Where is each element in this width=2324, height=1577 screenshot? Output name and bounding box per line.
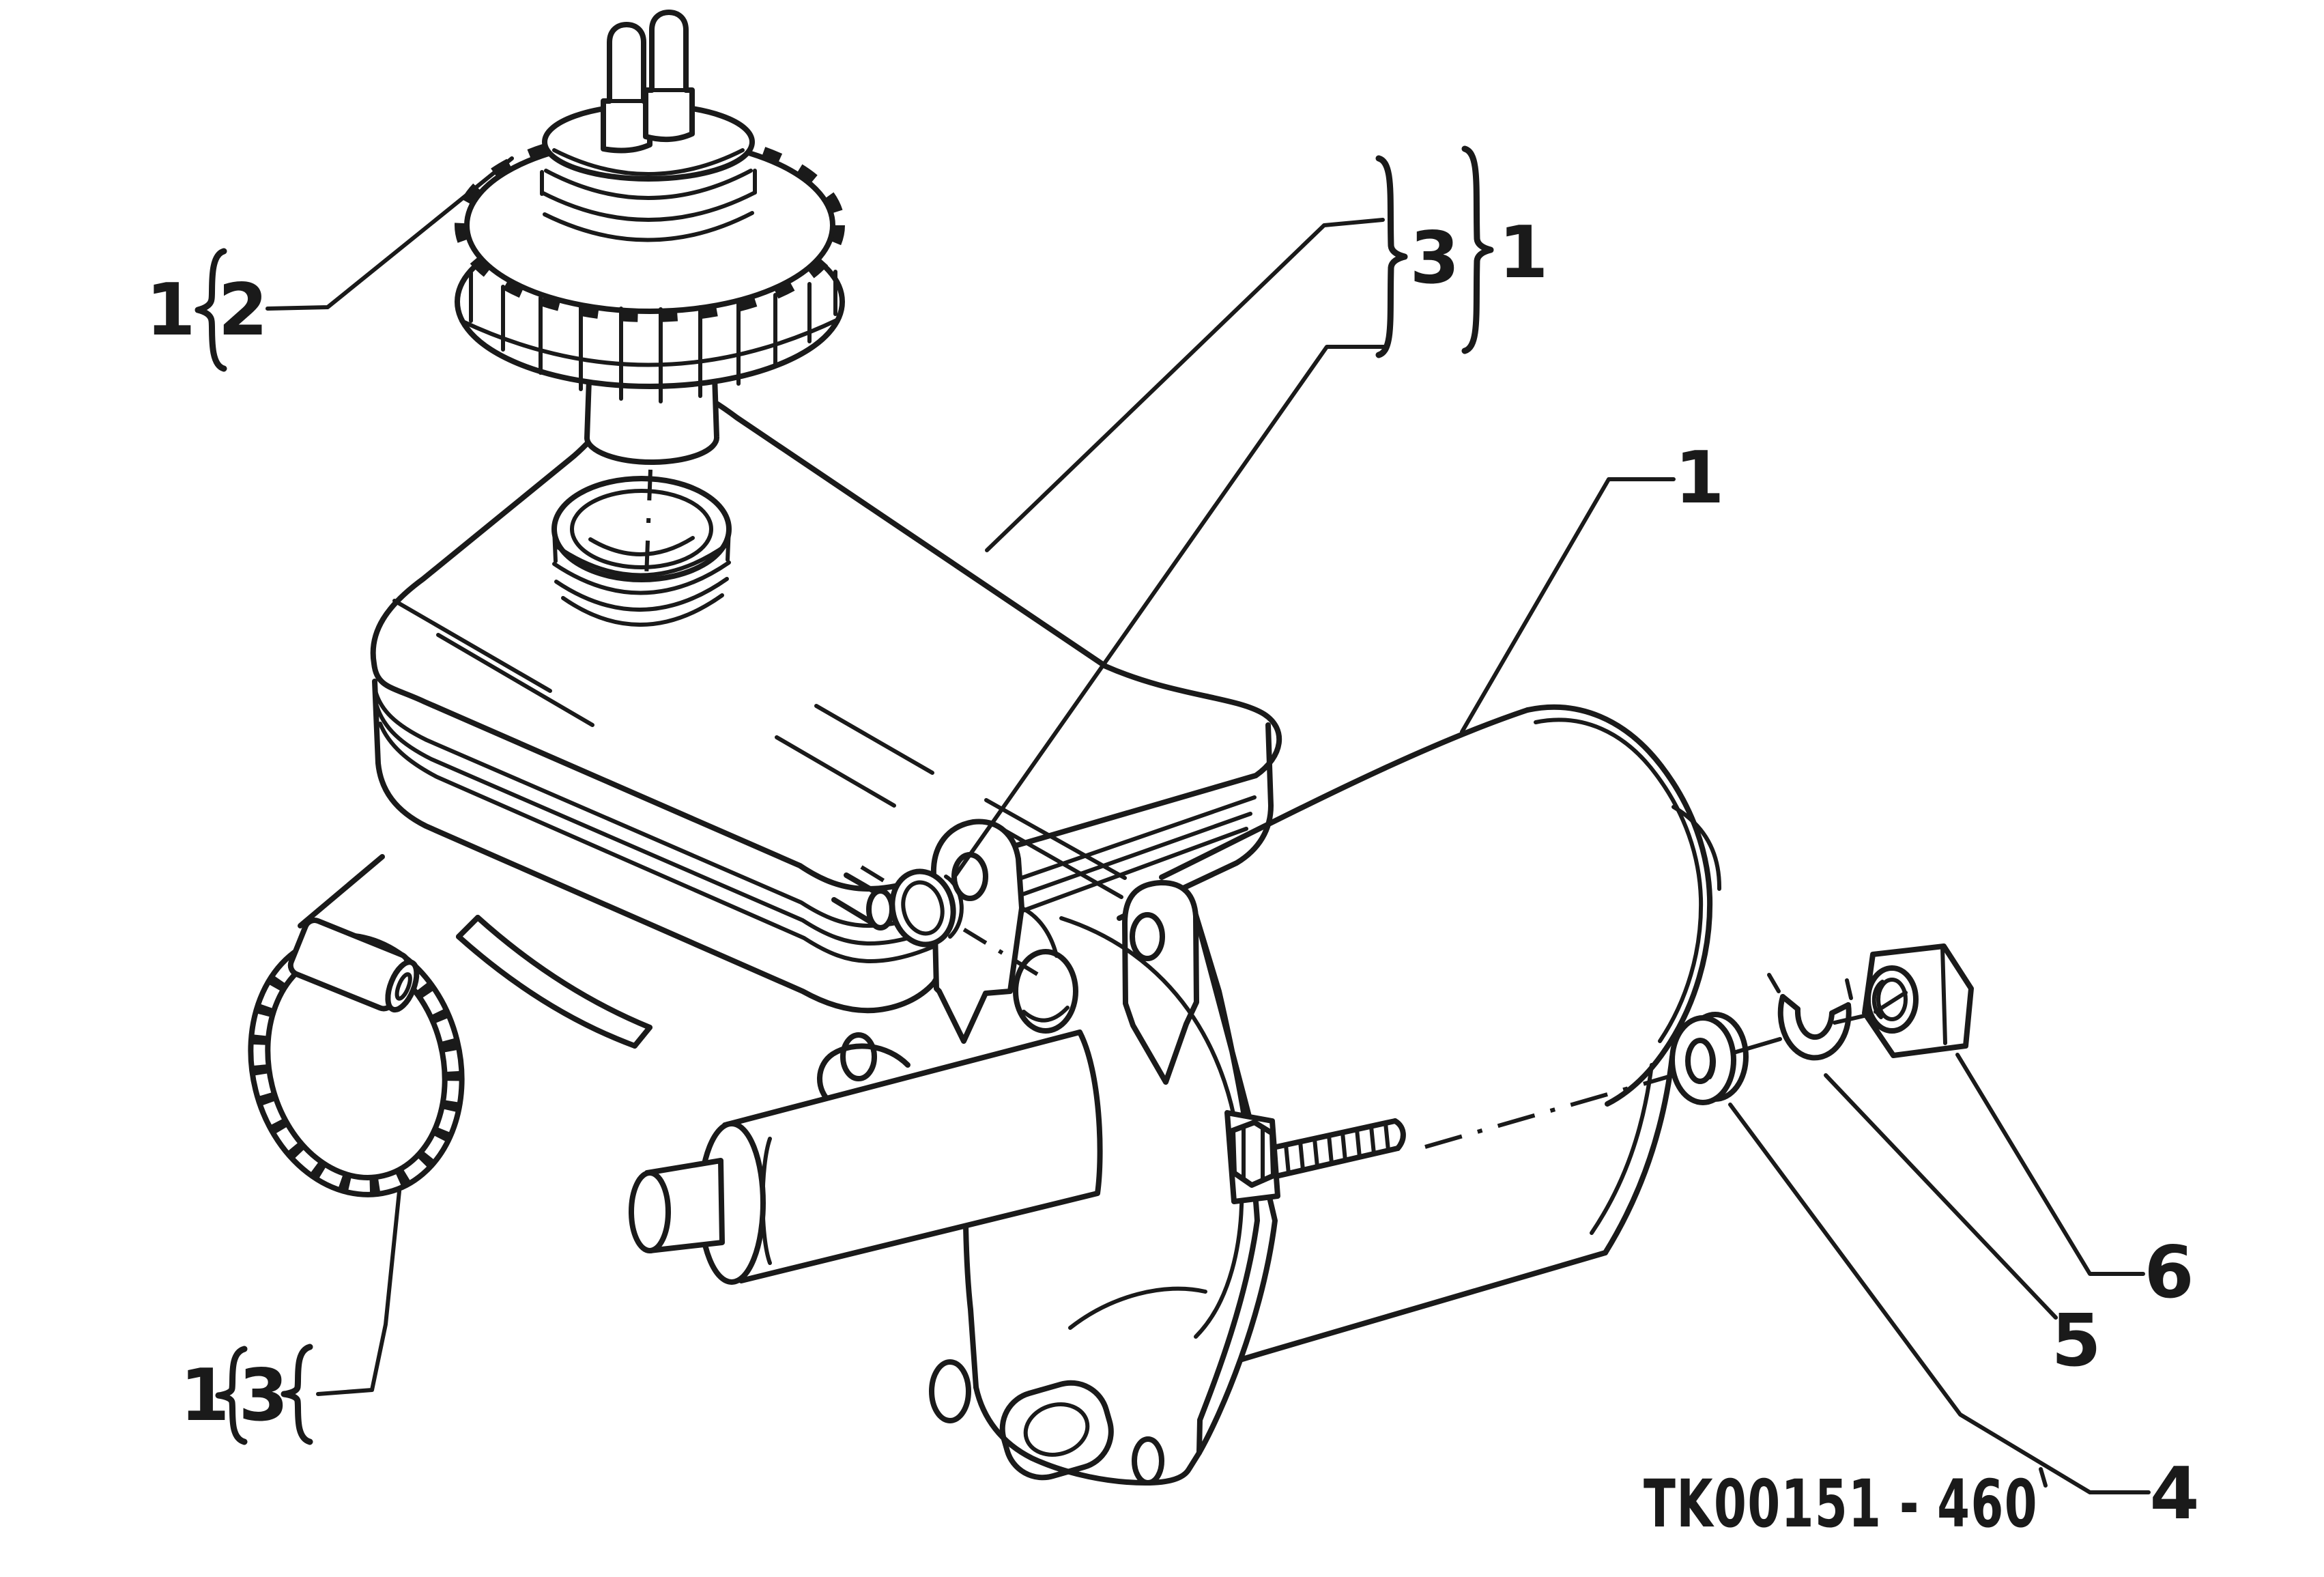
leader-line-cap xyxy=(266,156,514,311)
cap-assembly-centerline xyxy=(644,469,652,578)
oval-slot xyxy=(999,1380,1114,1481)
bolt-head xyxy=(1230,1120,1276,1188)
mounting-hole xyxy=(840,1032,877,1081)
callout-cap-part: 2 xyxy=(218,268,268,352)
brace-clamp-group-part xyxy=(281,1344,313,1445)
inlet-hole xyxy=(1013,949,1078,1034)
surface-line xyxy=(814,704,934,775)
hose-clamp xyxy=(248,918,465,1197)
leader-line-seal-group-lower xyxy=(953,345,1389,877)
callout-clip-part: 5 xyxy=(2051,1299,2101,1382)
leader-line-booster xyxy=(1460,477,1676,734)
grommet-seal xyxy=(860,865,1044,980)
reservoir-outlet-spigot xyxy=(831,872,895,930)
mounting-hole xyxy=(1130,912,1165,961)
callout-washer-part: 4 xyxy=(2149,1452,2199,1535)
stray-mark xyxy=(2039,1467,2048,1488)
assembly-axis xyxy=(1874,991,1908,1014)
fluid-level-sensor-pins xyxy=(601,10,695,154)
reservoir-cap-assembly xyxy=(455,10,845,466)
leader-line-washer xyxy=(1728,1103,2151,1494)
brace-seal-group-inner xyxy=(1375,155,1408,358)
surface-line xyxy=(436,633,594,727)
reservoir-body xyxy=(370,382,1282,892)
hex-nut xyxy=(1862,943,1974,1058)
callout-booster-part: 1 xyxy=(1674,436,1724,520)
callout-clamp-qty: 1 xyxy=(180,1354,229,1437)
flat-washer xyxy=(1669,1012,1749,1105)
callout-seal-part: 3 xyxy=(1409,216,1459,300)
callout-nut-part: 6 xyxy=(2144,1231,2194,1314)
callout-clamp-part: 3 xyxy=(238,1354,288,1437)
fluid-reservoir xyxy=(370,382,1282,1014)
mounting-stud xyxy=(1224,1110,1406,1204)
leader-line-seal-group-upper xyxy=(985,218,1385,552)
booster-canister xyxy=(1159,704,1722,1368)
callout-seal-group: 1 xyxy=(1498,211,1548,294)
clamp-screw-housing xyxy=(287,918,420,1013)
mounting-hole xyxy=(929,1359,971,1423)
brace-cap-group xyxy=(195,248,227,372)
callout-cap-qty: 1 xyxy=(145,268,195,352)
leader-line-clip xyxy=(1824,1073,2058,1320)
pushrod-cylinder xyxy=(629,1029,1103,1285)
stud-threads xyxy=(1284,1121,1390,1176)
drawing-number: TK00151 - 460 xyxy=(1644,1466,2038,1542)
surface-line xyxy=(392,599,552,693)
cap-knurl xyxy=(469,270,837,403)
reservoir-neck xyxy=(551,476,732,627)
surface-line xyxy=(775,735,896,808)
brace-seal-group-outer xyxy=(1461,145,1494,354)
reservoir-bracket xyxy=(298,854,652,1049)
mounting-hole xyxy=(1132,1436,1164,1486)
leader-line-nut xyxy=(1955,1053,2145,1276)
brace-clamp-group-qty xyxy=(215,1346,248,1445)
assembly-axis xyxy=(1732,1037,1782,1055)
e-clip xyxy=(1767,973,1853,1061)
assembly-axis xyxy=(1833,1012,1872,1025)
leader-line-clamp xyxy=(316,1189,401,1396)
mounting-ear xyxy=(1122,879,1199,1085)
